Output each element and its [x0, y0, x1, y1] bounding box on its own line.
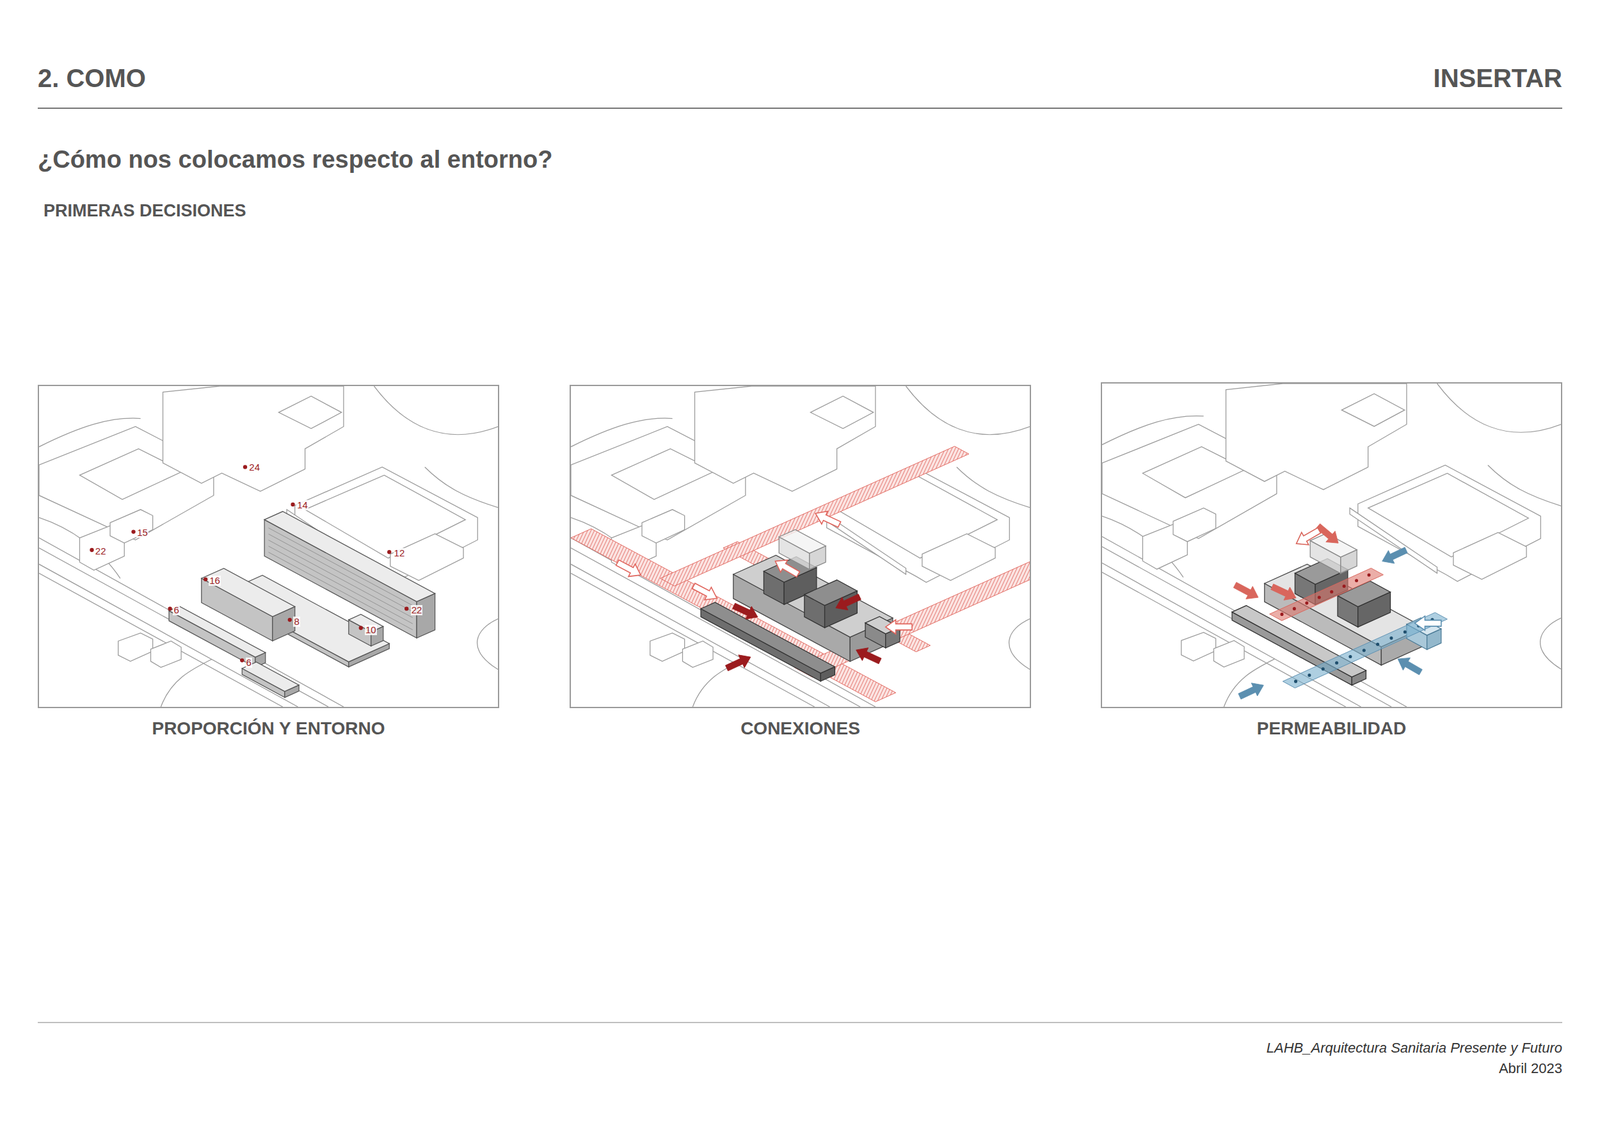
- callout-number: 8: [293, 616, 300, 627]
- diagram-panel: PERMEABILIDAD: [1100, 382, 1563, 708]
- panel-caption: CONEXIONES: [570, 718, 1030, 739]
- callout-number: 22: [94, 545, 107, 557]
- diagram-panel: CONEXIONES: [569, 384, 1032, 708]
- panel-caption: PERMEABILIDAD: [1102, 718, 1561, 739]
- section-name: INSERTAR: [1433, 64, 1563, 93]
- callout-number: 14: [296, 499, 309, 511]
- footer-date: Abril 2023: [1498, 1059, 1563, 1077]
- callout-number: 6: [245, 657, 253, 668]
- callout-number: 12: [393, 547, 406, 559]
- diagram-panel: PROPORCIÓN Y ENTORNO2415221412166822106: [37, 384, 500, 708]
- site-axonometry: [570, 385, 1030, 707]
- page-title: 2. COMO: [37, 64, 146, 93]
- question-heading: ¿Cómo nos colocamos respecto al entorno?: [37, 145, 553, 174]
- callout-number: 15: [136, 527, 149, 538]
- callout-number: 24: [248, 462, 261, 473]
- panel-caption: PROPORCIÓN Y ENTORNO: [39, 718, 498, 739]
- site-axonometry: [1102, 383, 1561, 707]
- callout-number: 6: [172, 604, 180, 616]
- callout-number: 22: [410, 604, 424, 616]
- subheading: PRIMERAS DECISIONES: [43, 200, 247, 221]
- footer-credit: LAHB_Arquitectura Sanitaria Presente y F…: [1266, 1039, 1563, 1056]
- callout-number: 10: [364, 624, 377, 635]
- callout-number: 16: [208, 575, 221, 586]
- site-axonometry: [39, 385, 498, 707]
